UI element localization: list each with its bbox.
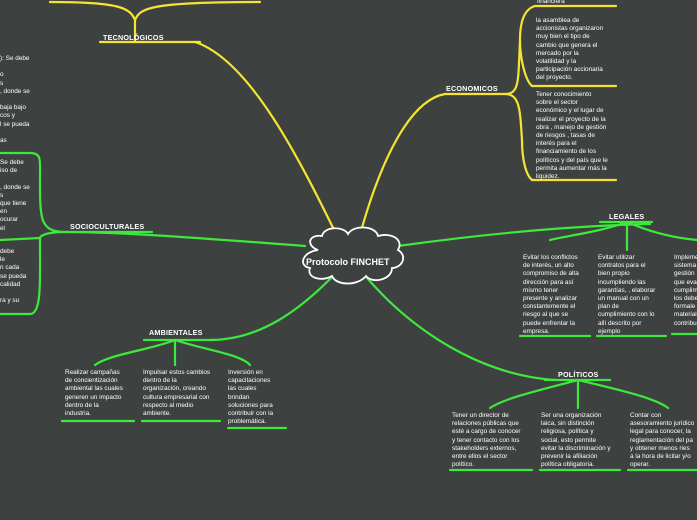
economicos-item-underlines: [530, 4, 618, 182]
legales-item-underlines: [518, 332, 697, 338]
socioculturales-item-3[interactable]: debe le n cada se pueda calidad ra y su: [0, 248, 27, 305]
ambientales-fork: [93, 338, 252, 367]
socioculturales-item-1[interactable]: ): Se debe o s , donde se baja bajo cos …: [0, 55, 30, 145]
branch-socioculturales[interactable]: SOCIOCULTURALES: [70, 222, 145, 231]
politicos-fork: [488, 378, 670, 410]
branch-line-socioculturales: [64, 230, 307, 248]
economicos-item-3[interactable]: Tener conocimiento sobre el sector econó…: [536, 91, 608, 181]
economicos-item-2[interactable]: la asamblea de accionistas organizaron m…: [536, 17, 604, 82]
branch-ambientales[interactable]: AMBIENTALES: [149, 328, 203, 337]
branch-line-economicos: [356, 92, 447, 244]
economicos-fork: [503, 4, 537, 182]
ambientales-item-3[interactable]: Inversión en capacitaciones las cuales b…: [228, 369, 274, 426]
legales-item-1[interactable]: Evitar los conflictos de interés, un alt…: [523, 254, 579, 335]
branch-tecnologicos[interactable]: TECNOLÓGICOS: [103, 33, 164, 42]
tecnologicos-fork: [48, 0, 262, 44]
branch-line-ambientales: [208, 272, 337, 342]
politicos-item-1[interactable]: Tener un director de relaciones públicas…: [452, 412, 521, 469]
legales-fork: [548, 220, 697, 252]
socioculturales-item-2[interactable]: Se debe iso de , donde se s que tiene en…: [0, 159, 30, 232]
politicos-item-2[interactable]: Ser una organización laica, sin distinci…: [541, 412, 611, 469]
legales-item-3[interactable]: Impleme sistema gestión que eva cumplim …: [674, 254, 697, 327]
branch-politicos[interactable]: POLÍTICOS: [558, 370, 599, 379]
central-node-cloud: [302, 226, 405, 285]
economicos-item-1[interactable]: financiera: [537, 0, 565, 5]
legales-item-2[interactable]: Evitar utilizar contratos para el bien p…: [598, 254, 656, 335]
ambientales-item-1[interactable]: Realizar campañas de concientización amb…: [65, 369, 123, 418]
branch-legales[interactable]: LEGALES: [609, 212, 645, 221]
branch-economicos[interactable]: ECONOMICOS: [446, 84, 498, 93]
socioculturales-fork: [0, 151, 68, 316]
politicos-item-3[interactable]: Contar con asesoramiento jurídico legal …: [630, 412, 695, 469]
central-topic[interactable]: Protocolo FINCHET: [306, 257, 390, 267]
branch-line-tecnologicos: [193, 40, 342, 244]
ambientales-item-2[interactable]: Impulsar estos cambios dentro de la orga…: [143, 369, 211, 418]
ambientales-item-underlines: [60, 419, 288, 430]
branch-line-politicos: [360, 270, 557, 382]
